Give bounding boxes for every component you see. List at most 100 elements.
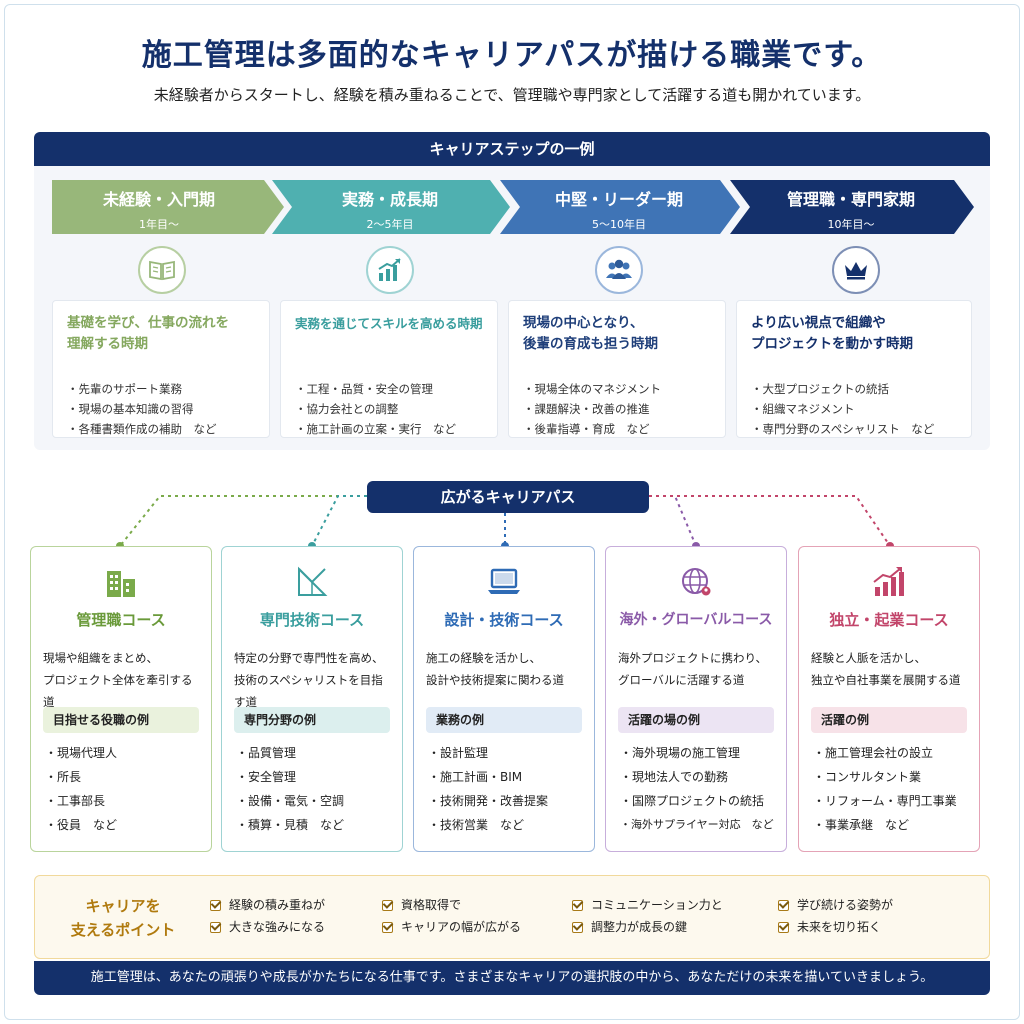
page-title: 施工管理は多面的なキャリアパスが描ける職業です。	[141, 38, 883, 73]
list-item: ・現場全体のマネジメント	[523, 382, 661, 396]
list-item: ・設計監理	[428, 746, 489, 760]
course-title: 海外・グローバルコース	[619, 612, 773, 628]
career-path-badge: 広がるキャリアパス	[367, 481, 649, 513]
list-item: ・大型プロジェクトの統括	[751, 382, 889, 396]
connector-independent	[649, 495, 891, 547]
support-point-2: 資格取得で キャリアの幅が広がる	[382, 894, 521, 938]
course-items: ・海外現場の施工管理 ・現地法人での勤務 ・国際プロジェクトの統括 ・海外サプラ…	[620, 741, 774, 837]
step-2-years: 2〜5年目	[366, 218, 414, 231]
checkbox-icon	[210, 899, 221, 911]
support-point-text: コミュニケーション力と	[591, 898, 723, 912]
step-2-label: 実務・成長期 2〜5年目	[290, 186, 490, 232]
step-arrow-3	[500, 180, 740, 234]
growth-chart-icon	[366, 246, 414, 294]
support-point-text: 調整力が成長の鍵	[591, 920, 688, 934]
step-3-card: 現場の中心となり、 後輩の育成も担う時期 ・現場全体のマネジメント ・課題解決・…	[508, 300, 726, 438]
support-points-label-line2: 支えるポイント	[70, 921, 176, 939]
list-item: ・海外現場の施工管理	[620, 746, 741, 760]
list-item: ・技術営業 など	[428, 818, 525, 832]
course-description-line2: 設計や技術提案に関わる道	[426, 673, 564, 687]
course-description-line1: 現場や組織をまとめ、	[43, 651, 158, 665]
crown-icon	[832, 246, 880, 294]
building-icon	[31, 565, 211, 601]
course-subheading: 専門分野の例	[234, 707, 390, 733]
course-description-line1: 特定の分野で専門性を高め、	[234, 651, 384, 665]
support-point-text: 資格取得で	[401, 898, 462, 912]
list-item: ・現場代理人	[45, 746, 118, 760]
list-item: ・海外サプライヤー対応 など	[620, 818, 774, 831]
step-2-name: 実務・成長期	[341, 190, 438, 209]
checkbox-icon	[572, 921, 583, 933]
support-point-text: 未来を切り拓く	[797, 920, 882, 934]
step-2-lead-line1: 実務を通じてスキルを高める時期	[295, 316, 483, 331]
step-1-items: ・先輩のサポート業務 ・現場の基本知識の習得 ・各種書類作成の補助 など	[67, 379, 259, 439]
career-step-arrows	[52, 180, 974, 234]
course-card-independent: 独立・起業コース 経験と人脈を活かし、 独立や自社事業を展開する道 活躍の例 ・…	[798, 546, 980, 852]
step-3-lead: 現場の中心となり、 後輩の育成も担う時期	[523, 313, 715, 367]
team-icon	[595, 246, 643, 294]
support-points-label: キャリアを 支えるポイント	[48, 894, 198, 942]
support-point-text: キャリアの幅が広がる	[401, 920, 522, 934]
list-item: ・施工計画・BIM	[428, 770, 523, 784]
list-item: ・工程・品質・安全の管理	[295, 382, 433, 396]
course-items: ・現場代理人 ・所長 ・工事部長 ・役員 など	[45, 741, 117, 837]
list-item: ・専門分野のスペシャリスト など	[751, 422, 935, 436]
course-description-line1: 施工の経験を活かし、	[426, 651, 541, 665]
step-2-items: ・工程・品質・安全の管理 ・協力会社との調整 ・施工計画の立案・実行 など	[295, 379, 487, 439]
list-item: ・事業承継 など	[813, 818, 910, 832]
list-item: ・課題解決・改善の推進	[523, 402, 650, 416]
course-subheading: 目指せる役職の例	[43, 707, 199, 733]
course-subheading: 活躍の場の例	[618, 707, 774, 733]
step-1-years: 1年目〜	[139, 218, 179, 231]
course-description-line2: 独立や自社事業を展開する道	[811, 673, 961, 687]
course-card-design: 設計・技術コース 施工の経験を活かし、 設計や技術提案に関わる道 業務の例 ・設…	[413, 546, 595, 852]
course-title: 専門技術コース	[259, 611, 365, 629]
course-items: ・設計監理 ・施工計画・BIM ・技術開発・改善提案 ・技術営業 など	[428, 741, 548, 837]
course-description: 現場や組織をまとめ、 プロジェクト全体を牽引する道	[43, 647, 203, 713]
list-item: ・現地法人での勤務	[620, 770, 729, 784]
list-item: ・協力会社との調整	[295, 402, 399, 416]
list-item: ・施工計画の立案・実行 など	[295, 422, 456, 436]
support-point-1: 経験の積み重ねが 大きな強みになる	[210, 894, 325, 938]
step-4-items: ・大型プロジェクトの統括 ・組織マネジメント ・専門分野のスペシャリスト など	[751, 379, 961, 439]
career-step-header: キャリアステップの一例	[34, 132, 990, 166]
course-description-line1: 経験と人脈を活かし、	[811, 651, 926, 665]
step-1-name: 未経験・入門期	[102, 190, 215, 209]
support-point-text: 大きな強みになる	[229, 920, 326, 934]
globe-icon	[606, 565, 786, 601]
course-description-line2: グローバルに活躍する道	[618, 673, 745, 687]
step-4-name: 管理職・専門家期	[786, 190, 915, 209]
checkbox-icon	[382, 921, 393, 933]
laptop-icon	[414, 565, 594, 601]
checkbox-icon	[572, 899, 583, 911]
connector-specialist	[311, 495, 367, 547]
list-item: ・設備・電気・空調	[236, 794, 345, 808]
step-1-lead-line2: 理解する時期	[67, 336, 148, 352]
step-4-label: 管理職・専門家期 10年目〜	[748, 186, 954, 232]
list-item: ・国際プロジェクトの統括	[620, 794, 765, 808]
step-3-lead-line1: 現場の中心となり、	[523, 315, 644, 331]
blueprint-icon	[222, 565, 402, 601]
support-points-panel	[34, 875, 990, 959]
course-items: ・品質管理 ・安全管理 ・設備・電気・空調 ・積算・見積 など	[236, 741, 344, 837]
list-item: ・各種書類作成の補助 など	[67, 422, 217, 436]
course-description-line1: 海外プロジェクトに携わり、	[618, 651, 768, 665]
step-4-years: 10年目〜	[827, 218, 875, 231]
course-title: 独立・起業コース	[829, 611, 949, 629]
course-subheading: 業務の例	[426, 707, 582, 733]
list-item: ・安全管理	[236, 770, 297, 784]
book-icon	[138, 246, 186, 294]
course-description: 特定の分野で専門性を高め、 技術のスペシャリストを目指す道	[234, 647, 394, 713]
step-4-lead: より広い視点で組織や プロジェクトを動かす時期	[751, 313, 961, 367]
course-card-global: 海外・グローバルコース 海外プロジェクトに携わり、 グローバルに活躍する道 活躍…	[605, 546, 787, 852]
course-title: 管理職コース	[76, 611, 166, 629]
step-3-lead-line2: 後輩の育成も担う時期	[523, 336, 658, 352]
support-point-3: コミュニケーション力と 調整力が成長の鍵	[572, 894, 723, 938]
support-point-text: 学び続ける姿勢が	[797, 898, 894, 912]
list-item: ・後輩指導・育成 など	[523, 422, 650, 436]
list-item: ・技術開発・改善提案	[428, 794, 549, 808]
step-4-card: より広い視点で組織や プロジェクトを動かす時期 ・大型プロジェクトの統括 ・組織…	[736, 300, 972, 438]
list-item: ・組織マネジメント	[751, 402, 855, 416]
list-item: ・所長	[45, 770, 82, 784]
step-arrow-1	[52, 180, 284, 234]
